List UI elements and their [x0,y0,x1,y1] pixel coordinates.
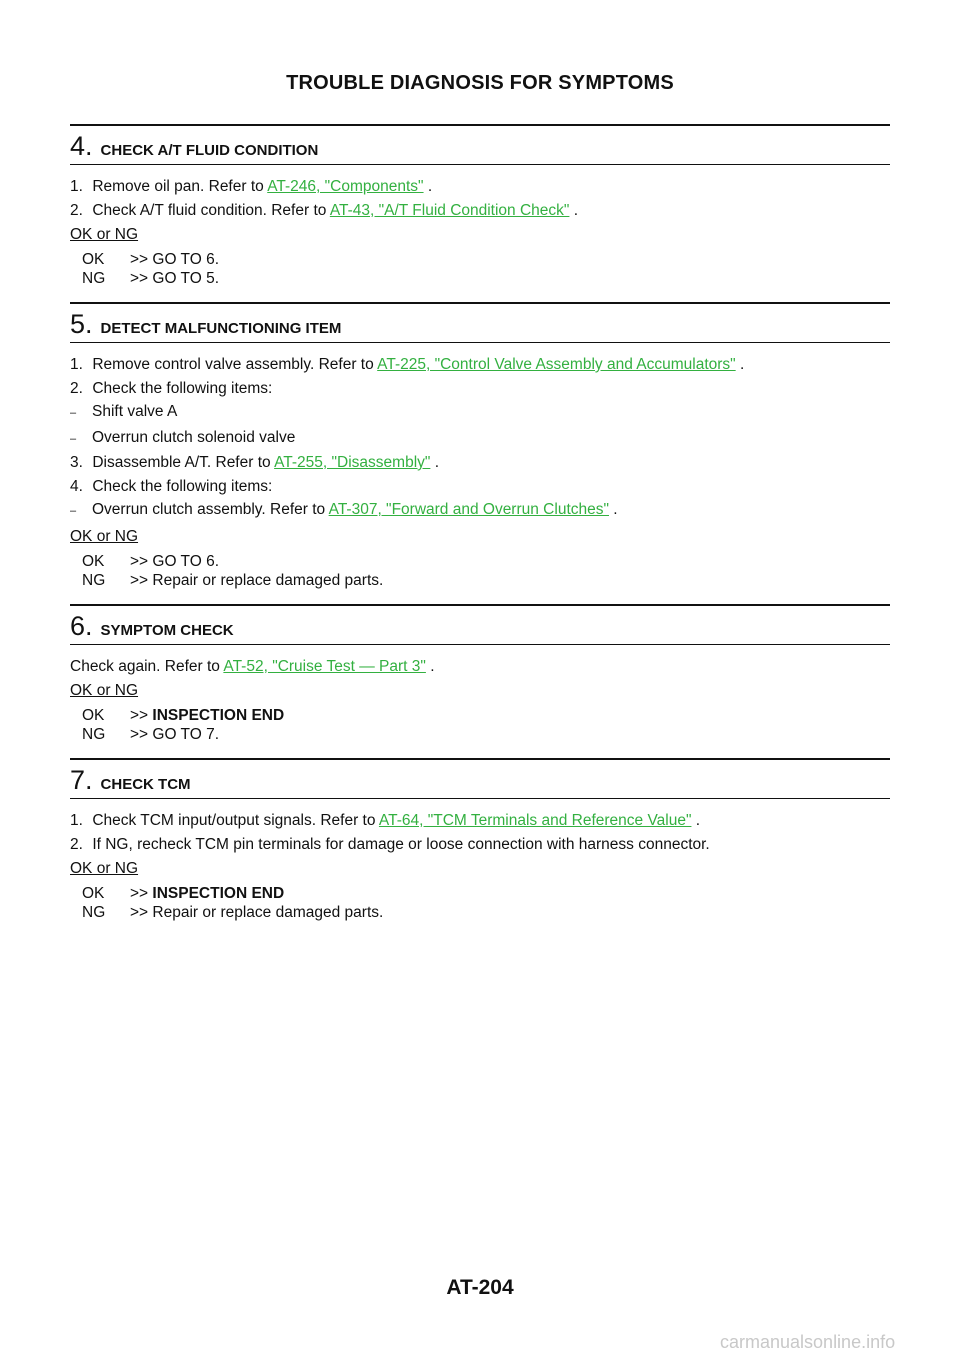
reference-link[interactable]: AT-64, "TCM Terminals and Reference Valu… [378,812,692,829]
step-7: 7. CHECK TCM 1. Check TCM input/output s… [70,758,890,922]
reference-link[interactable]: AT-255, "Disassembly" [274,454,431,471]
page-title: TROUBLE DIAGNOSIS FOR SYMPTOMS [286,72,674,94]
step-header: 5. DETECT MALFUNCTIONING ITEM [70,302,890,343]
sub-item: –Overrun clutch assembly. Refer to AT-30… [70,501,618,518]
step-number: 5 [70,309,86,339]
reference-link[interactable]: AT-52, "Cruise Test — Part 3" [223,657,426,675]
instruction-line: 1. Remove oil pan. Refer to AT-246, "Com… [70,178,433,195]
ok-ng-heading: OK or NG [70,860,139,877]
instruction-line: 1. Remove control valve assembly. Refer … [70,356,745,373]
step-header: 4. CHECK A/T FLUID CONDITION [70,124,890,165]
instruction-line: Check again. Refer to AT-52, "Cruise Tes… [70,657,435,675]
step-number: 7 [70,765,86,795]
step-title: CHECK TCM [100,776,191,793]
result-list: OK>> INSPECTION END NG>> Repair or repla… [82,884,890,922]
step-number: 4 [70,131,86,161]
sub-item: –Shift valve A [70,403,178,420]
result-ok: OK>> INSPECTION END [82,885,285,902]
result-ng: NG>> Repair or replace damaged parts. [82,904,384,921]
instruction-line: 2. Check A/T fluid condition. Refer to A… [70,201,579,219]
step-title: SYMPTOM CHECK [100,621,234,639]
step-header: 6. SYMPTOM CHECK [70,603,890,645]
reference-link[interactable]: AT-225, "Control Valve Assembly and Accu… [377,356,736,373]
result-ng: NG>> Repair or replace damaged parts. [82,571,384,589]
instruction-line: 3. Disassemble A/T. Refer to AT-255, "Di… [70,454,440,471]
step-title: CHECK A/T FLUID CONDITION [100,142,319,159]
reference-link[interactable]: AT-43, "A/T Fluid Condition Check" [329,201,570,219]
result-ng: NG>> GO TO 7. [82,726,220,743]
watermark: carmanualsonline.info [720,1332,896,1352]
page-number: AT-204 [446,1276,514,1299]
document-body: 4. CHECK A/T FLUID CONDITION 1. Remove o… [70,124,890,936]
result-list: OK>> GO TO 6. NG>> GO TO 5. [82,250,890,288]
step-header: 7. CHECK TCM [70,758,890,799]
instruction-line: 2. If NG, recheck TCM pin terminals for … [70,835,710,853]
instruction-line: 2. Check the following items: [70,379,273,397]
reference-link[interactable]: AT-307, "Forward and Overrun Clutches" [328,501,609,518]
ok-ng-heading: OK or NG [70,682,139,699]
result-ng: NG>> GO TO 5. [82,270,220,287]
ok-ng-heading: OK or NG [70,527,139,545]
result-list: OK>> INSPECTION END NG>> GO TO 7. [82,706,890,744]
step-number: 6 [70,610,86,641]
step-title: DETECT MALFUNCTIONING ITEM [100,320,342,337]
result-ok: OK>> GO TO 6. [82,251,220,268]
result-list: OK>> GO TO 6. NG>> Repair or replace dam… [82,552,890,590]
ok-ng-heading: OK or NG [70,226,139,243]
reference-link[interactable]: AT-246, "Components" [267,178,424,195]
instruction-line: 1. Check TCM input/output signals. Refer… [70,812,701,829]
result-ok: OK>> GO TO 6. [82,552,220,570]
step-4: 4. CHECK A/T FLUID CONDITION 1. Remove o… [70,124,890,288]
sub-item: –Overrun clutch solenoid valve [70,428,296,446]
result-ok: OK>> INSPECTION END [82,707,285,724]
step-6: 6. SYMPTOM CHECK Check again. Refer to A… [70,603,890,745]
step-5: 5. DETECT MALFUNCTIONING ITEM 1. Remove … [70,302,890,590]
instruction-line: 4. Check the following items: [70,477,273,495]
